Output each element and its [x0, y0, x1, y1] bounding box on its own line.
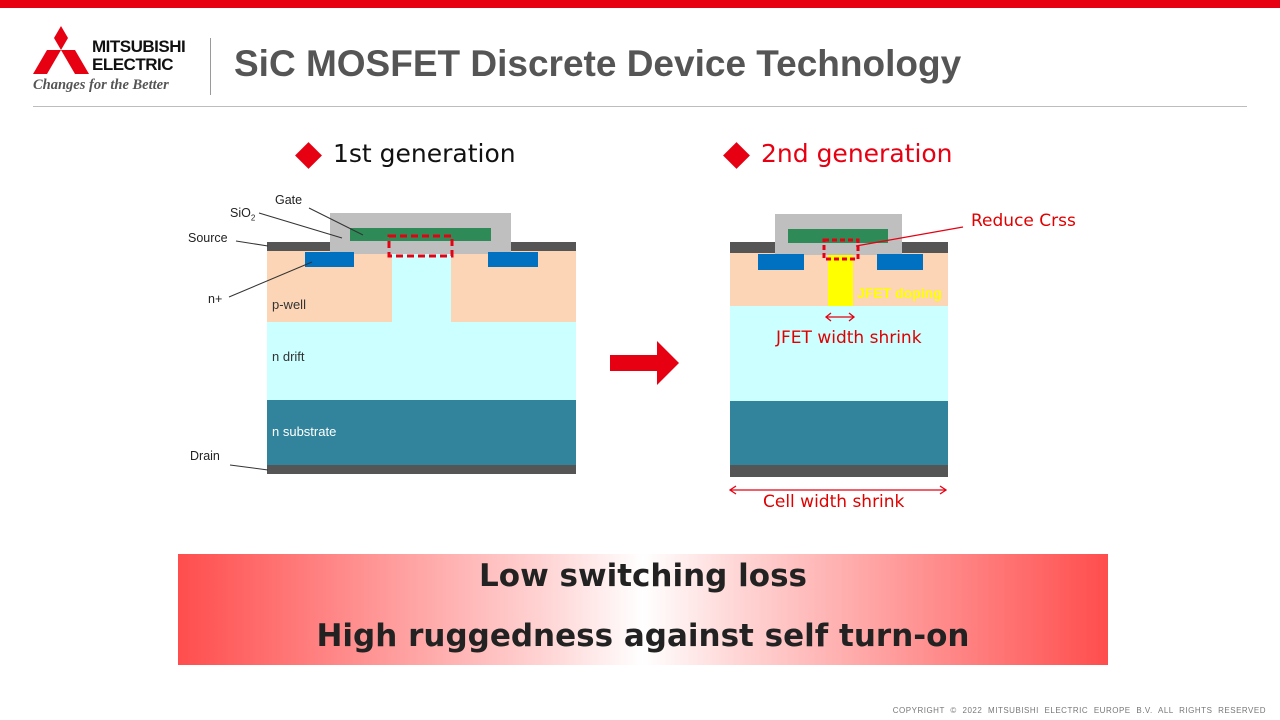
banner-line-2: High ruggedness against self turn-on [316, 618, 970, 654]
sio2-leader-line [258, 212, 343, 239]
jfet-width-shrink-label: JFET width shrink [776, 328, 922, 348]
gate-leader-line [308, 207, 364, 236]
drain-label: Drain [190, 449, 220, 463]
highlight-box [387, 234, 454, 258]
highlight-box [822, 238, 860, 261]
n-drift-layer [730, 306, 948, 401]
top-accent-bar [0, 0, 1280, 8]
benefits-banner: Low switching loss High ruggedness again… [178, 554, 1108, 665]
copyright-notice: COPYRIGHT © 2022 MITSUBISHI ELECTRIC EUR… [892, 706, 1266, 715]
banner-line-1: Low switching loss [479, 558, 807, 594]
first-generation-heading: 1st generation [333, 139, 516, 168]
brand-tagline: Changes for the Better [33, 77, 169, 93]
gate-electrode [350, 228, 491, 241]
title-underline [33, 106, 1247, 107]
cell-width-arrow-icon [728, 485, 948, 495]
jfet-region [392, 251, 451, 322]
jfet-doping-label: JFET doping [857, 285, 942, 301]
gate-electrode [788, 229, 888, 243]
nsubstrate-label: n substrate [272, 424, 337, 439]
n-plus-left [305, 252, 354, 267]
drain-metal [730, 465, 948, 477]
ndrift-label: n drift [272, 349, 305, 364]
cell-width-shrink-label: Cell width shrink [763, 492, 905, 512]
reduce-crss-leader-line [855, 226, 964, 247]
nplus-label: n+ [208, 292, 223, 306]
jfet-width-arrow-icon [824, 312, 856, 322]
drain-leader-line [229, 464, 269, 471]
sio2-label: SiO2 [230, 206, 255, 223]
page-title: SiC MOSFET Discrete Device Technology [234, 43, 962, 84]
second-generation-heading: 2nd generation [761, 139, 953, 168]
reduce-crss-label: Reduce Crss [971, 211, 1076, 231]
mitsubishi-logo-icon [33, 26, 89, 74]
source-leader-line [235, 240, 269, 247]
sio2-label-text: SiO [230, 206, 251, 220]
pwell-label: p-well [272, 297, 306, 312]
header-divider [210, 38, 211, 95]
nplus-leader-line [228, 261, 313, 298]
n-plus-right [488, 252, 538, 267]
brand-name-line2: ELECTRIC [92, 55, 174, 74]
source-label: Source [188, 231, 228, 245]
jfet-doping-region [828, 253, 853, 306]
gate-label: Gate [275, 193, 303, 207]
sio2-subscript: 2 [250, 213, 256, 223]
n-plus-right [877, 254, 923, 270]
brand-name-line1: MITSUBISHI [92, 37, 186, 56]
n-plus-left [758, 254, 804, 270]
n-substrate-layer [267, 400, 576, 465]
n-substrate-layer [730, 401, 948, 465]
drain-metal [267, 465, 576, 474]
n-drift-layer [267, 322, 576, 400]
right-arrow-icon [610, 341, 679, 385]
